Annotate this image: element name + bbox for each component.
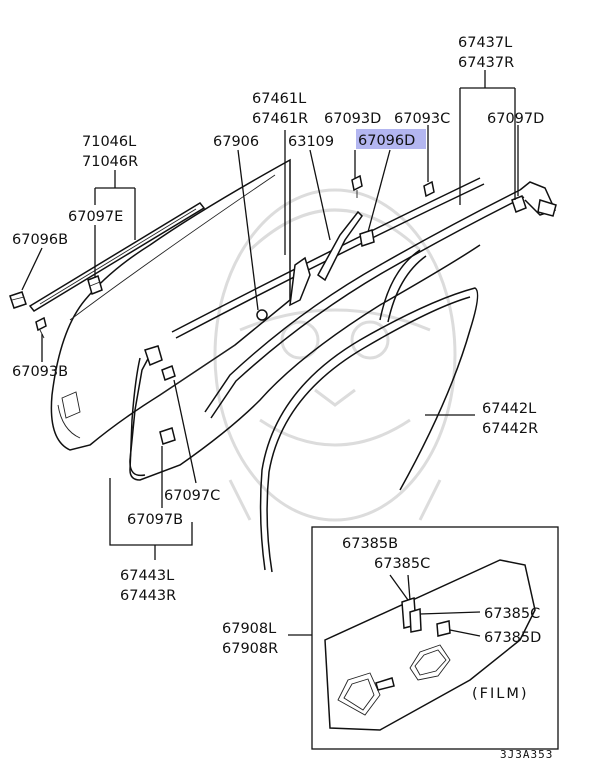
label-film: (FILM) [472,686,529,702]
label-67093B: 67093B [12,364,68,380]
drawing-code: 3J3A353 [500,748,553,761]
door-panel [50,158,291,451]
belt-molding-71046 [28,202,206,312]
watermark-emblem [213,188,457,522]
label-67385C-b: 67385C [484,606,540,622]
clip-67097B [159,427,176,445]
label-67093D: 67093D [324,111,381,127]
label-67097C: 67097C [164,488,220,504]
label-63109: 63109 [288,134,334,150]
label-67443L: 67443L [120,568,174,584]
screw-67093D [351,174,363,198]
label-67461L: 67461L [252,91,306,107]
screw-67093C [423,180,435,198]
label-67385B: 67385B [342,536,398,552]
leader-lines [21,70,519,636]
label-67093C: 67093C [394,111,450,127]
labels: 67437L 67437R 67461L 67461R 67093D 67093… [12,35,553,761]
seal-piece [379,249,427,323]
pillar-garnish-67906 [256,256,311,321]
glass-run-67442 [259,287,479,573]
screw-67093B [35,316,47,339]
label-67097E: 67097E [68,209,123,225]
label-67437L: 67437L [458,35,512,51]
clip-67097D [511,195,527,213]
label-67096D: 67096D [358,133,415,149]
opening-trim-67443 [129,345,163,477]
clip-67096B [9,291,27,309]
clip-67097C [161,364,176,382]
label-67908L: 67908L [222,621,276,637]
label-67437R: 67437R [458,55,514,71]
label-67096B: 67096B [12,232,68,248]
label-71046L: 71046L [82,134,136,150]
upper-frame-67437 [204,181,557,419]
label-67385C-a: 67385C [374,556,430,572]
label-67442L: 67442L [482,401,536,417]
clip-67096D [359,229,375,247]
label-67461R: 67461R [252,111,308,127]
label-67097D: 67097D [487,111,544,127]
highlight-67096D [356,129,426,149]
label-67442R: 67442R [482,421,538,437]
label-67906: 67906 [213,134,259,150]
label-71046R: 71046R [82,154,138,170]
label-67443R: 67443R [120,588,176,604]
label-67385D: 67385D [484,630,541,646]
clip-67097E [87,274,103,296]
label-67908R: 67908R [222,641,278,657]
label-67097B: 67097B [127,512,183,528]
film-inset [311,526,559,750]
garnish-63109 [317,210,363,282]
